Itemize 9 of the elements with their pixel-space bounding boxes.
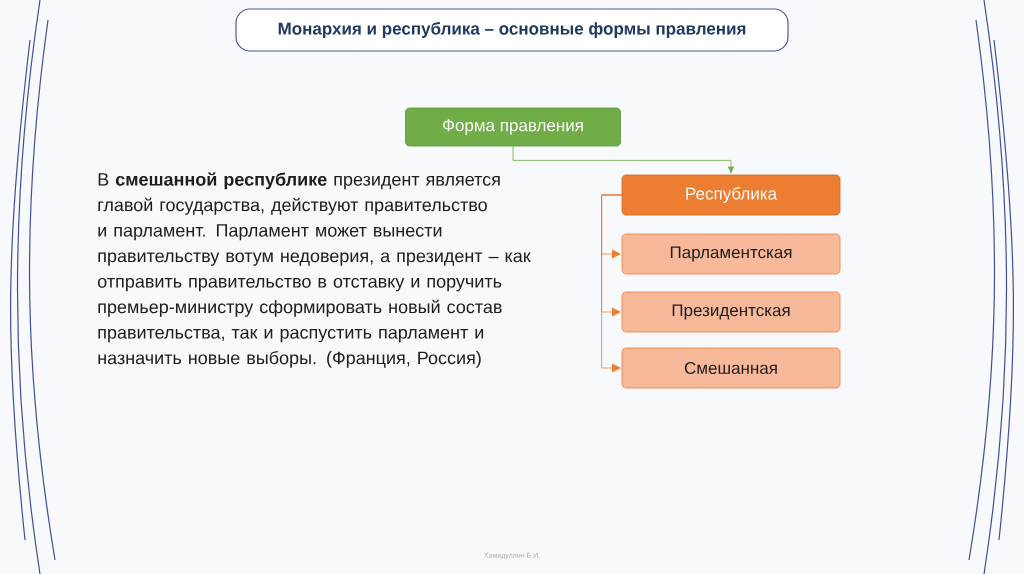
type-box: Президентская	[621, 291, 841, 333]
type-box: Парламентская	[621, 233, 841, 275]
type-box: Смешанная	[621, 347, 841, 389]
arrow	[512, 146, 735, 174]
title-banner: Монархия и республика – основные формы правления	[235, 8, 789, 52]
arrow	[601, 194, 622, 259]
category-box: Форма правления	[405, 107, 621, 147]
category-box: Республика	[621, 174, 841, 216]
description-paragraph: В смешанной республике президент является главой государства, действуют правительство и парламент. Парламент может вынести правительству вотум недоверия, а президент – как отправить правительство в отставку и поручить премьер-министру сформировать новый состав правительства, так и распустить парламент и назначить новые выборы. (Франция, Россия)	[97, 172, 531, 368]
